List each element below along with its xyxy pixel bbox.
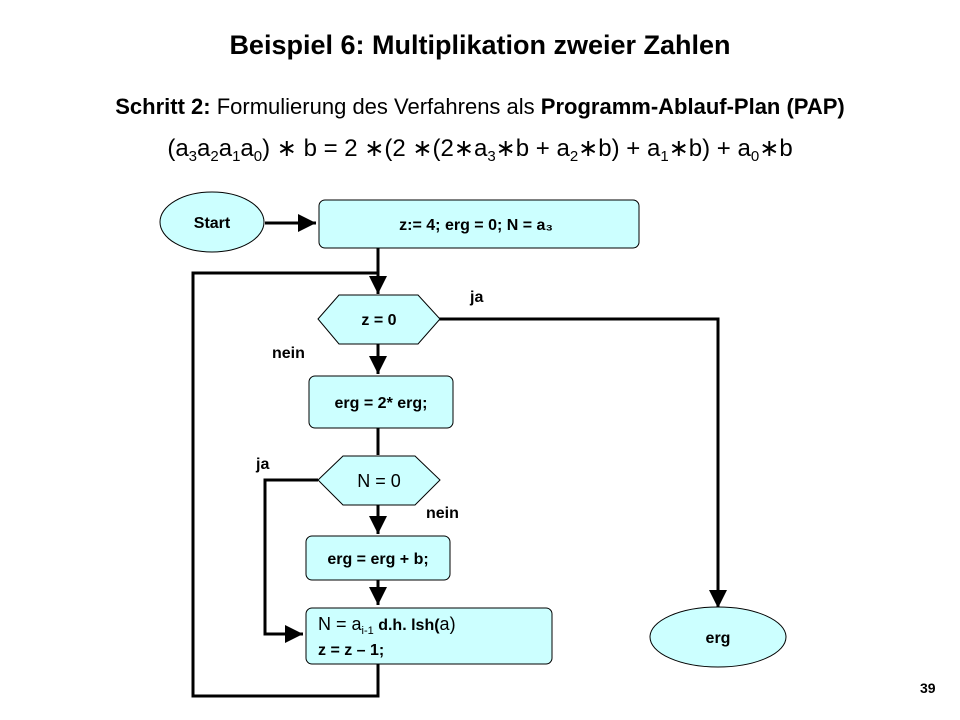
formula-a0: a xyxy=(240,135,254,162)
condition-n-zero xyxy=(317,455,441,506)
step-emphasis: Programm-Ablauf-Plan (PAP) xyxy=(540,94,845,119)
end-label: erg xyxy=(706,630,731,647)
add-box xyxy=(305,535,451,581)
shift-box-text: N = ai-1 d.h. lsh(a) z = z – 1; xyxy=(306,608,546,664)
cond1-yes-label: ja xyxy=(470,289,484,306)
formula-term-a3: a xyxy=(473,135,488,162)
formula-term-i1: 1 xyxy=(660,148,669,165)
condition-n-zero-label: N = 0 xyxy=(357,471,401,491)
formula: (a3a2a1a0) ∗ b = 2 ∗(2 ∗(2∗a3∗b + a2∗b) … xyxy=(0,134,960,165)
cond2-no-label: nein xyxy=(426,505,459,522)
formula-term-i0: 0 xyxy=(750,148,760,165)
page-number: 39 xyxy=(920,680,936,696)
end-oval xyxy=(649,606,787,668)
loop-back-line xyxy=(191,271,380,698)
connectors xyxy=(191,214,727,698)
shift-line-1: N = ai-1 d.h. lsh(a) xyxy=(318,614,546,641)
formula-part2: ∗b + xyxy=(495,135,557,162)
formula-term-a2: a xyxy=(556,135,570,162)
cond1-no-label: nein xyxy=(272,345,305,362)
formula-part3: ∗b) + xyxy=(578,135,647,162)
formula-term-i3: 3 xyxy=(487,148,496,165)
step-label: Schritt 2: xyxy=(115,94,211,119)
formula-term-i2: 2 xyxy=(569,148,579,165)
formula-part1: ) ∗ b = 2 ∗(2 ∗(2∗ xyxy=(262,135,474,162)
formula-part5: ∗b xyxy=(759,135,793,162)
formula-a2: a xyxy=(197,135,211,162)
shift-subscript: i-1 xyxy=(361,625,374,637)
formula-a1: a xyxy=(218,135,233,162)
shift-lsh-close: ) xyxy=(449,614,456,634)
start-oval xyxy=(159,191,265,253)
formula-i1: 1 xyxy=(232,148,241,165)
condition-z-zero xyxy=(317,294,441,345)
formula-i3: 3 xyxy=(188,148,198,165)
shift-box xyxy=(305,607,553,665)
formula-i2: 2 xyxy=(210,148,219,165)
formula-a3: a xyxy=(175,135,189,162)
arrow-cond2-yes-to-shift xyxy=(263,478,318,643)
slide-title: Beispiel 6: Multiplikation zweier Zahlen xyxy=(229,30,731,60)
formula-i0: 0 xyxy=(253,148,263,165)
start-label: Start xyxy=(194,215,231,232)
shift-line-2: z = z – 1; xyxy=(318,642,385,659)
step-text: Formulierung des Verfahrens als xyxy=(210,94,541,119)
init-box xyxy=(318,199,640,249)
condition-z-zero-label: z = 0 xyxy=(361,312,396,329)
shift-n-equals: N = a xyxy=(318,614,362,634)
formula-term-a1: a xyxy=(646,135,661,162)
init-label: z:= 4; erg = 0; N = a₃ xyxy=(399,217,553,234)
double-label: erg = 2* erg; xyxy=(335,395,428,412)
arrow-cond1-yes-to-end xyxy=(438,317,727,608)
add-label: erg = erg + b; xyxy=(327,551,428,568)
shift-lsh-arg: a xyxy=(439,614,450,634)
formula-part4: ∗b) + xyxy=(668,135,738,162)
formula-term-a0: a xyxy=(737,135,751,162)
shift-lsh: d.h. lsh( xyxy=(373,617,440,634)
double-box xyxy=(308,375,454,429)
step-heading: Schritt 2: Formulierung des Verfahrens a… xyxy=(0,94,960,120)
cond2-yes-label: ja xyxy=(256,456,270,473)
formula-open: ( xyxy=(167,135,176,162)
